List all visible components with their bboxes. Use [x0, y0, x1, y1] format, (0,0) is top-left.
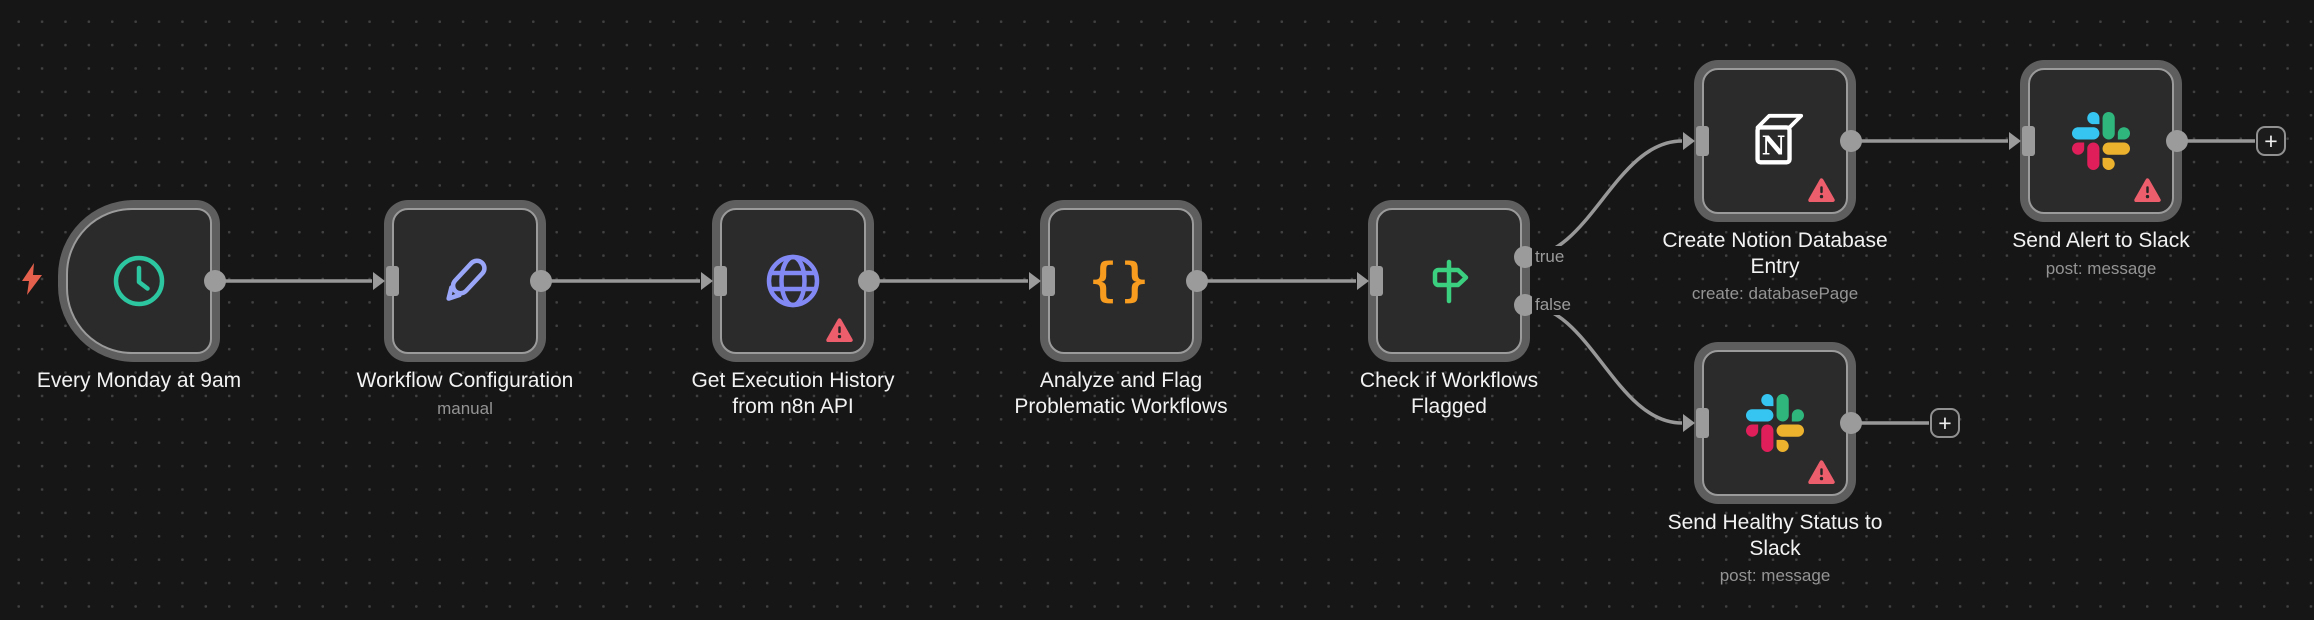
output-port-true[interactable] [1514, 246, 1536, 268]
input-port[interactable] [2022, 126, 2035, 156]
node-subtitle: manual [437, 398, 493, 418]
node-send-healthy-status-to-slack[interactable]: Send Healthy Status to Slack post: messa… [1668, 342, 1882, 585]
node-analyze-and-flag[interactable]: {} Analyze and Flag Problematic Workflow… [1014, 200, 1228, 418]
node-title-line: Problematic Workflows [1014, 394, 1228, 418]
input-port[interactable] [386, 266, 399, 296]
input-arrow [701, 272, 713, 290]
input-arrow [1683, 414, 1695, 432]
node-title-line: Analyze and Flag [1039, 369, 1203, 392]
input-arrow [1029, 272, 1041, 290]
add-node-button[interactable]: + [2256, 126, 2286, 156]
input-port[interactable] [1696, 126, 1709, 156]
node-title-line: Create Notion Database [1662, 229, 1888, 252]
output-port[interactable] [530, 270, 552, 292]
warning-icon [1808, 178, 1835, 203]
input-port[interactable] [1370, 266, 1383, 296]
node-title-line: Workflow Configuration [356, 369, 574, 392]
svg-text:{}: {} [1089, 253, 1152, 307]
output-port-false[interactable] [1514, 294, 1536, 316]
node-title-line: Entry [1750, 254, 1800, 278]
output-port[interactable] [204, 270, 226, 292]
node-title-line: Flagged [1411, 394, 1487, 418]
node-get-execution-history[interactable]: Get Execution History from n8n API [691, 200, 895, 418]
input-port[interactable] [1696, 408, 1709, 438]
input-arrow [2009, 132, 2021, 150]
node-frame [2020, 60, 2182, 222]
node-body [1376, 208, 1522, 354]
node-body [720, 208, 866, 354]
input-arrow [1357, 272, 1369, 290]
node-frame [712, 200, 874, 362]
node-title: Workflow Configuration manual [315, 368, 615, 419]
node-subtitle: create: databasePage [1691, 284, 1859, 303]
pencil-icon [446, 258, 487, 301]
node-title: Send Alert to Slack post: message [1951, 228, 2251, 279]
add-node-button[interactable]: + [1930, 408, 1960, 438]
slack-icon [1746, 394, 1804, 452]
globe-icon [766, 254, 820, 308]
node-frame [58, 200, 220, 362]
node-body [392, 208, 538, 354]
notion-icon: N [1755, 113, 1804, 165]
zap-icon [22, 263, 42, 295]
slack-icon [2072, 112, 2130, 170]
node-check-if-workflows-flagged[interactable]: Check if Workflows Flagged [1357, 200, 1538, 418]
output-label-true: true [1532, 246, 1568, 267]
node-workflow-configuration[interactable]: Workflow Configuration manual [357, 200, 573, 418]
node-every-monday-at-9am[interactable]: Every Monday at 9am [37, 200, 241, 392]
output-port[interactable] [1186, 270, 1208, 292]
warning-icon [1808, 460, 1835, 485]
input-port[interactable] [1042, 266, 1055, 296]
node-create-notion-database-entry[interactable]: N Create Notion Database Entry create: d… [1662, 60, 1888, 303]
output-port[interactable] [2166, 130, 2188, 152]
node-title-line: Slack [1749, 536, 1801, 560]
node-title-line: from n8n API [732, 394, 854, 418]
plus-icon: + [1938, 409, 1952, 436]
node-title: Analyze and Flag Problematic Workflows [971, 368, 1271, 419]
node-subtitle: post: message [1719, 566, 1831, 585]
node-title-line: Send Healthy Status to [1667, 511, 1883, 534]
output-port[interactable] [1840, 412, 1862, 434]
output-port[interactable] [858, 270, 880, 292]
node-frame [384, 200, 546, 362]
input-arrow [1683, 132, 1695, 150]
node-body: N [1702, 68, 1848, 214]
node-title-line: Send Alert to Slack [2012, 229, 2190, 252]
curly-braces-icon: {} [1089, 253, 1152, 307]
output-port[interactable] [1840, 130, 1862, 152]
node-title-line: Get Execution History [691, 369, 895, 392]
node-title: Get Execution History from n8n API [643, 368, 943, 419]
node-frame: N [1694, 60, 1856, 222]
node-frame: {} [1040, 200, 1202, 362]
node-body [2028, 68, 2174, 214]
node-body [66, 208, 212, 354]
output-label-false: false [1532, 294, 1574, 315]
warning-icon [2134, 178, 2161, 203]
svg-text:N: N [1762, 131, 1786, 162]
node-frame [1694, 342, 1856, 504]
node-title: Check if Workflows Flagged [1299, 368, 1599, 419]
node-title: Send Healthy Status to Slack post: messa… [1625, 510, 1925, 586]
node-title: Every Monday at 9am [0, 368, 289, 394]
clock-icon [113, 255, 165, 307]
node-subtitle: post: message [2045, 258, 2157, 278]
input-port[interactable] [714, 266, 727, 296]
input-arrow [373, 272, 385, 290]
node-title-line: Every Monday at 9am [36, 369, 242, 392]
node-send-alert-to-slack[interactable]: Send Alert to Slack post: message [2009, 60, 2190, 278]
node-body [1702, 350, 1848, 496]
node-frame [1368, 200, 1530, 362]
signpost-icon [1432, 259, 1469, 304]
node-title-line: Check if Workflows [1359, 369, 1539, 392]
node-body: {} [1048, 208, 1194, 354]
node-title: Create Notion Database Entry create: dat… [1625, 228, 1925, 304]
warning-icon [826, 318, 853, 343]
plus-icon: + [2264, 127, 2278, 154]
